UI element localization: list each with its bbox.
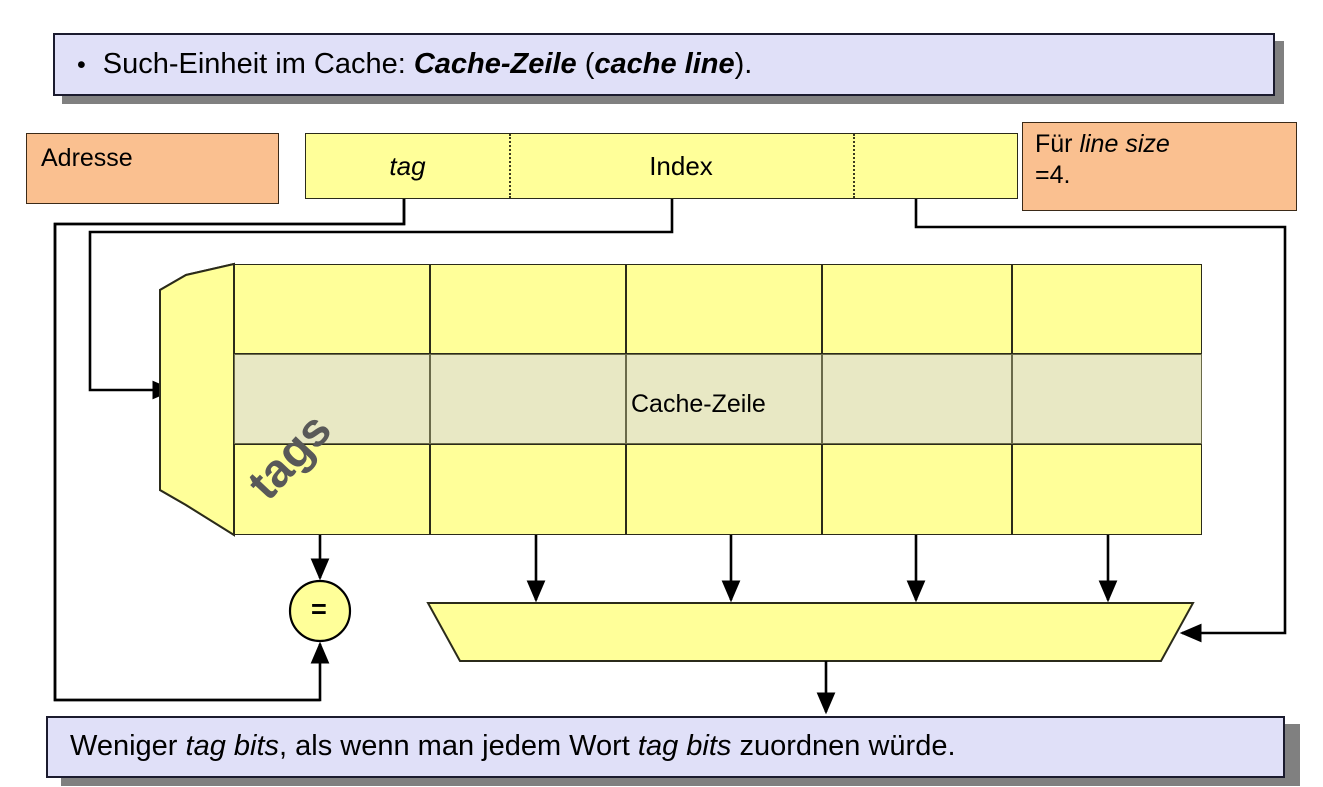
cache-cell-highlighted xyxy=(430,354,626,444)
address-field-index: Index xyxy=(509,134,853,198)
cache-cell-highlighted xyxy=(1012,354,1202,444)
cache-cell xyxy=(234,264,430,354)
cache-cell xyxy=(430,264,626,354)
line-size-note-prefix: Für xyxy=(1035,130,1080,158)
cache-cell xyxy=(626,444,822,535)
cache-cell xyxy=(430,444,626,535)
address-box-label: Adresse xyxy=(41,144,133,172)
address-divider-2 xyxy=(853,134,855,198)
footer-part3: zuordnen würde. xyxy=(731,730,956,763)
title-paren-open: ( xyxy=(576,47,595,80)
title-callout: • Such-Einheit im Cache: Cache-Zeile (ca… xyxy=(53,33,1275,96)
word-multiplexer xyxy=(426,602,1195,662)
line-size-note: Für line size =4. xyxy=(1022,122,1297,211)
address-field-index-label: Index xyxy=(649,150,713,181)
line-size-note-line2: =4. xyxy=(1035,161,1071,190)
footer-emphasis-2: tag bits xyxy=(637,730,732,763)
tag-comparator xyxy=(288,579,352,643)
cache-cell xyxy=(822,264,1012,354)
line-size-note-text: Für line size =4. xyxy=(1023,123,1296,192)
address-field-tag: tag xyxy=(306,134,509,198)
address-divider-1 xyxy=(509,134,511,198)
address-box: Adresse xyxy=(26,133,279,204)
wire-offset-to-mux-select xyxy=(914,199,1287,643)
cache-cell xyxy=(1012,444,1202,535)
footer-callout: Weniger tag bits, als wenn man jedem Wor… xyxy=(46,716,1285,778)
title-prefix: Such-Einheit im Cache: xyxy=(102,47,414,80)
comparator-symbol: = xyxy=(311,594,327,624)
bullet-icon: • xyxy=(77,50,86,79)
cache-cell xyxy=(822,444,1012,535)
cache-cell-highlighted xyxy=(234,354,430,444)
wire-tag-arrowhead xyxy=(53,199,406,702)
cache-cell-highlighted xyxy=(626,354,822,444)
address-field-bar: tag Index xyxy=(305,133,1018,199)
footer-part1: Weniger xyxy=(70,730,186,763)
title-emphasis-en: cache line xyxy=(594,47,735,80)
cache-cell xyxy=(1012,264,1202,354)
cache-cell-highlighted xyxy=(822,354,1012,444)
title-bullet-row: • Such-Einheit im Cache: Cache-Zeile (ca… xyxy=(55,48,752,81)
title-emphasis-de: Cache-Zeile xyxy=(413,47,577,80)
title-paren-close: ). xyxy=(734,47,753,80)
cache-cell xyxy=(626,264,822,354)
cache-line-label: Cache-Zeile xyxy=(631,390,766,418)
title-text: Such-Einheit im Cache: Cache-Zeile (cach… xyxy=(103,48,753,81)
address-field-tag-label: tag xyxy=(389,150,426,181)
cache-cell xyxy=(234,444,430,535)
footer-text: Weniger tag bits, als wenn man jedem Wor… xyxy=(48,730,956,763)
footer-part2: , als wenn man jedem Wort xyxy=(279,730,638,763)
footer-emphasis-1: tag bits xyxy=(185,730,280,763)
line-size-note-emphasis: line size xyxy=(1079,130,1170,158)
wire-index-to-tag-array xyxy=(88,199,674,400)
tag-array-top-face xyxy=(159,262,235,537)
